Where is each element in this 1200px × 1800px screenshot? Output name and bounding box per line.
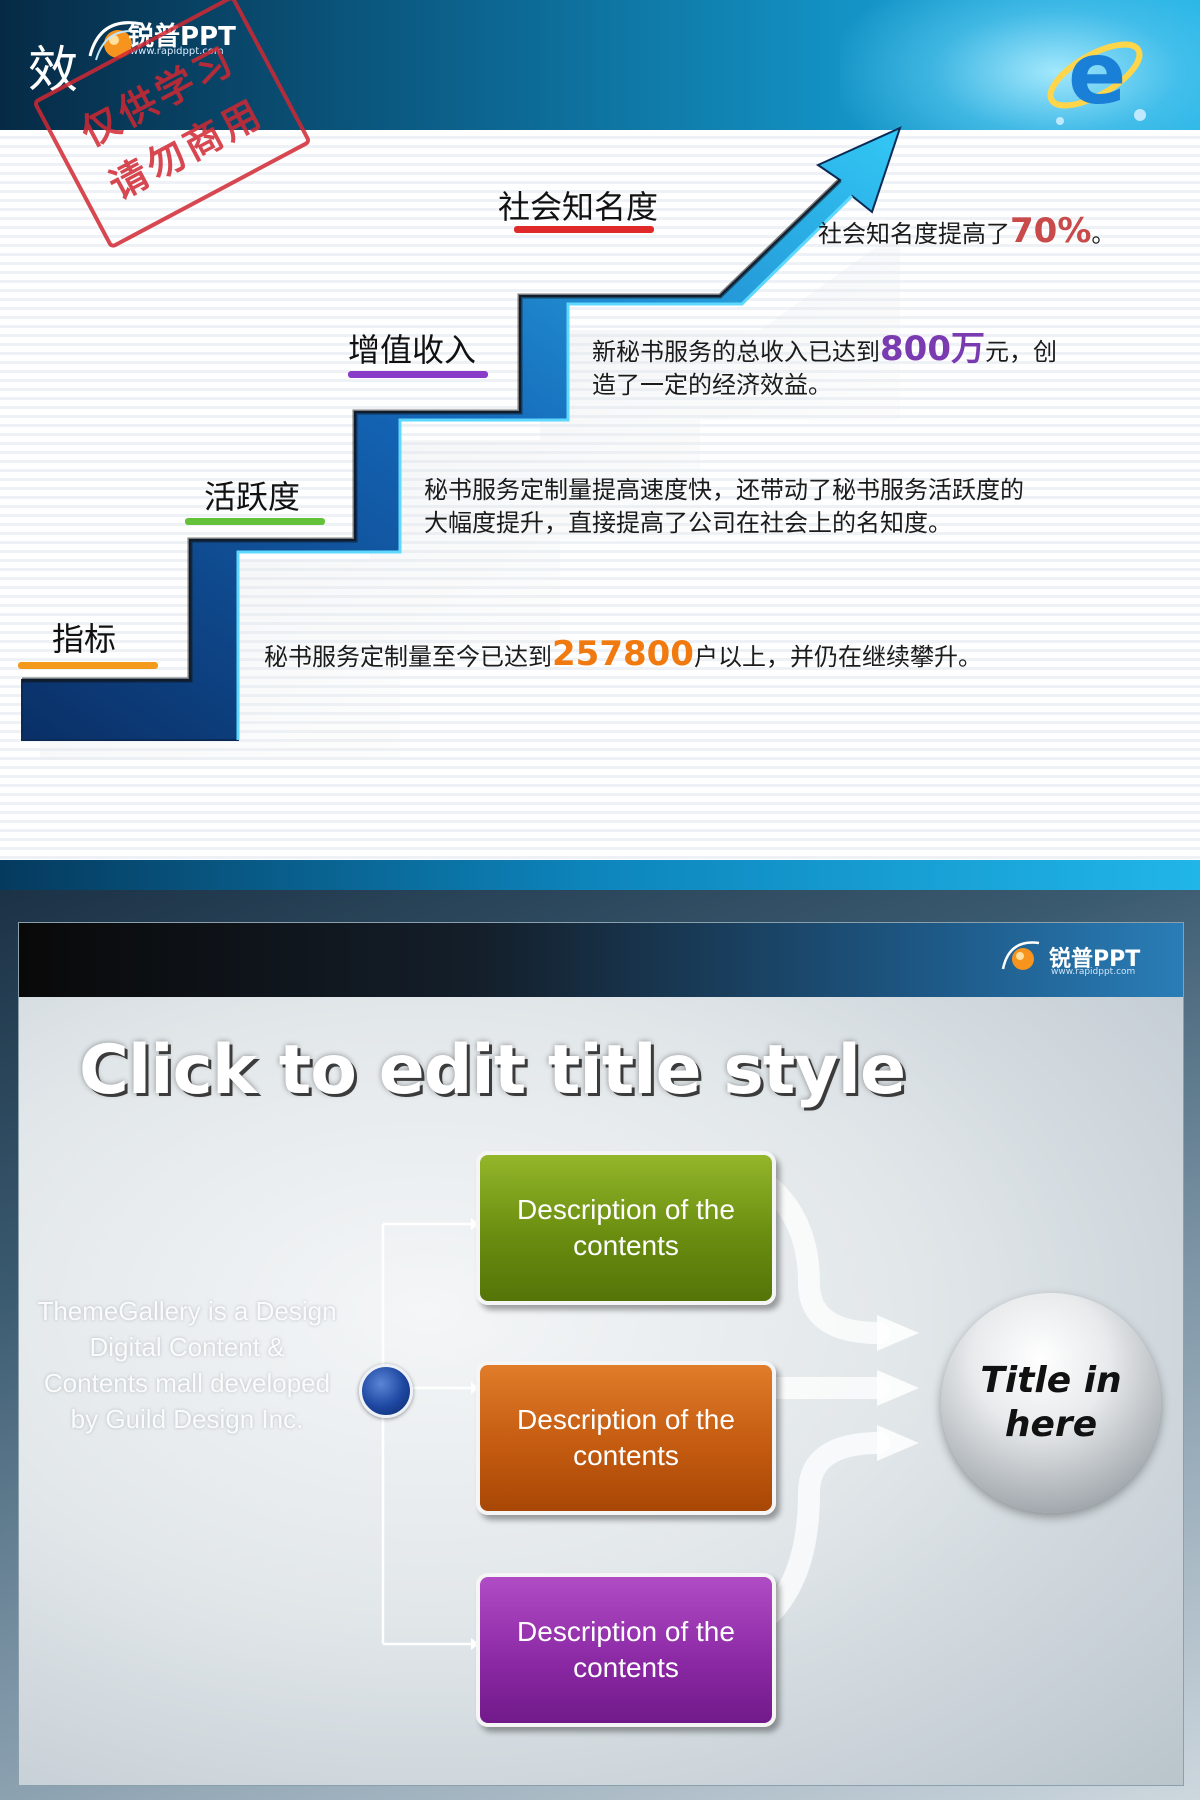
activity-description: 秘书服务定制量提高速度快，还带动了秘书服务活跃度的大幅度提升，直接提高了公司在社… — [424, 476, 1024, 537]
step-label-revenue: 增值收入 — [348, 331, 477, 369]
flow-node-icon — [359, 1364, 413, 1418]
sphere-label: Title in here — [980, 1360, 1122, 1445]
step-bar-activity — [185, 518, 325, 525]
staircase-arrow — [21, 126, 902, 760]
revenue-description: 新秘书服务的总收入已达到800万元，创造了一定的经济效益。 — [592, 329, 1057, 399]
logo-text: 锐普PPT — [1049, 947, 1141, 972]
step-label-indicator: 指标 — [52, 620, 117, 658]
awareness-value: 70% — [1010, 211, 1092, 251]
flow-connectors — [381, 1177, 919, 1650]
slide-1-title: 效 — [28, 41, 80, 99]
indicator-description: 秘书服务定制量至今已达到257800户以上，并仍在继续攀升。 — [264, 634, 982, 674]
logo-swirl-icon — [1001, 941, 1040, 970]
logo-swirl-icon — [88, 21, 143, 61]
indicator-value: 257800 — [552, 634, 694, 674]
description-box-label: Description of the contents — [517, 1194, 735, 1261]
logo-url: www.rapidppt.com — [130, 46, 224, 57]
description-box-label: Description of the contents — [517, 1616, 735, 1683]
description-box-orange[interactable]: Description of the contents — [476, 1361, 776, 1515]
svg-text:e: e — [1068, 25, 1126, 124]
slide-2-title: Click to edit title style — [79, 1031, 906, 1110]
description-box-green[interactable]: Description of the contents — [476, 1151, 776, 1305]
step-bar-revenue — [348, 371, 488, 378]
company-description: ThemeGallery is a Design Digital Content… — [37, 1296, 337, 1434]
step-label-activity: 活跃度 — [204, 478, 301, 516]
slide-2: 锐普PPT www.rapidppt.com Click to edit tit… — [0, 890, 1200, 1800]
awareness-description: 社会知名度提高了70%。 — [818, 211, 1116, 251]
description-box-label: Description of the contents — [517, 1404, 735, 1471]
slide-1-footer-band — [0, 860, 1200, 890]
step-bar-awareness — [514, 226, 654, 233]
internet-explorer-icon: e — [1047, 25, 1146, 125]
revenue-value: 800万 — [880, 329, 985, 369]
description-box-purple[interactable]: Description of the contents — [476, 1573, 776, 1727]
step-bar-indicator — [18, 662, 158, 669]
slide-1: 效 锐普PPT www.rapidppt.com 仅供学习 请勿商用 e — [0, 0, 1200, 870]
logo-url: www.rapidppt.com — [1051, 967, 1136, 977]
slide-2-header — [19, 923, 1183, 997]
step-label-awareness: 社会知名度 — [498, 188, 659, 226]
title-sphere[interactable]: Title in here — [941, 1293, 1161, 1513]
slide-2-frame: 锐普PPT www.rapidppt.com Click to edit tit… — [18, 922, 1184, 1786]
logo-text: 锐普PPT — [128, 22, 236, 52]
